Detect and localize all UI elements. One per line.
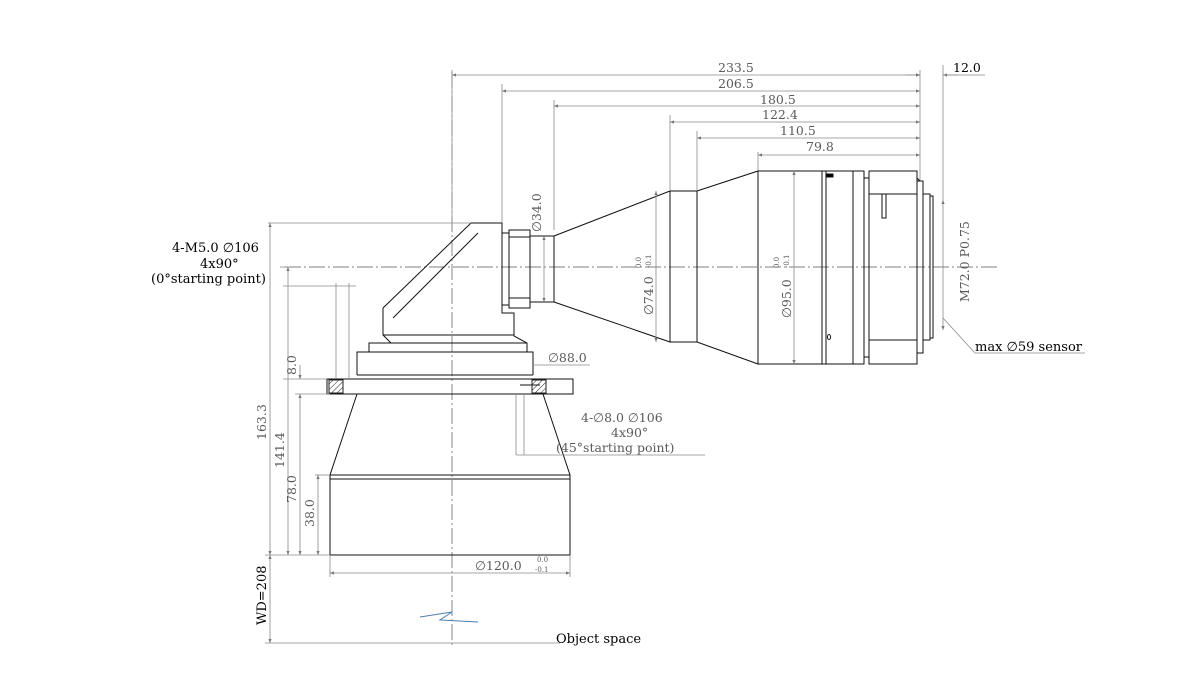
length-dim-lines — [330, 73, 985, 575]
dim-diameter-34: ∅34.0 — [529, 193, 544, 232]
tol-lower-120: -0.1 — [535, 566, 549, 574]
lens-body — [326, 170, 934, 556]
dim-78-0: 78.0 — [284, 475, 299, 503]
center-lines — [285, 72, 1000, 645]
through-hole-note-line2: 4x90° — [611, 425, 648, 440]
mount-hole-note-line1: 4-M5.0 ∅106 — [172, 241, 259, 256]
dim-163-3: 163.3 — [254, 404, 269, 440]
dim-206-5: 206.5 — [718, 76, 754, 91]
tol-upper-95: 0.0 — [773, 257, 781, 268]
dim-38-0: 38.0 — [302, 499, 317, 527]
mount-thread-label: M72.0 P0.75 — [957, 221, 972, 302]
through-hole-note: 4-∅8.0 ∅106 4x90° (45°starting point) — [556, 410, 674, 455]
dim-79-8: 79.8 — [806, 139, 834, 154]
extension-lines — [265, 65, 1085, 644]
dim-diameter-88: ∅88.0 — [548, 350, 587, 365]
dim-diameter-95: ∅95.0 — [779, 279, 794, 318]
tol-lower-95: -0.1 — [783, 255, 791, 269]
mount-hole-note: 4-M5.0 ∅106 4x90° (0°starting point) — [151, 241, 266, 287]
height-dim-lines — [268, 171, 945, 643]
tol-lower-74: -0.1 — [645, 255, 653, 269]
mount-hole-note-line3: (0°starting point) — [151, 272, 266, 287]
dim-180-5: 180.5 — [760, 92, 796, 107]
mount-hole-note-line2: 4x90° — [200, 257, 239, 272]
dim-8-0: 8.0 — [284, 355, 299, 375]
working-distance-label: WD=208 — [255, 566, 270, 626]
dim-233-5: 233.5 — [718, 60, 754, 75]
dim-141-4: 141.4 — [272, 432, 287, 468]
axis-break-mark — [419, 611, 479, 623]
through-hole-note-line3: (45°starting point) — [556, 440, 674, 455]
sensor-note: max ∅59 sensor — [975, 340, 1083, 355]
through-hole-note-line1: 4-∅8.0 ∅106 — [581, 410, 663, 425]
object-space-label: Object space — [556, 632, 641, 647]
tol-upper-120: 0.0 — [537, 556, 548, 564]
dim-diameter-120: ∅120.0 — [475, 558, 522, 573]
dim-diameter-74: ∅74.0 — [641, 276, 656, 315]
dim-110-5: 110.5 — [780, 123, 816, 138]
dim-122-4: 122.4 — [762, 107, 798, 122]
dim-flange-12: 12.0 — [953, 60, 981, 75]
tol-upper-74: 0.0 — [635, 257, 643, 268]
